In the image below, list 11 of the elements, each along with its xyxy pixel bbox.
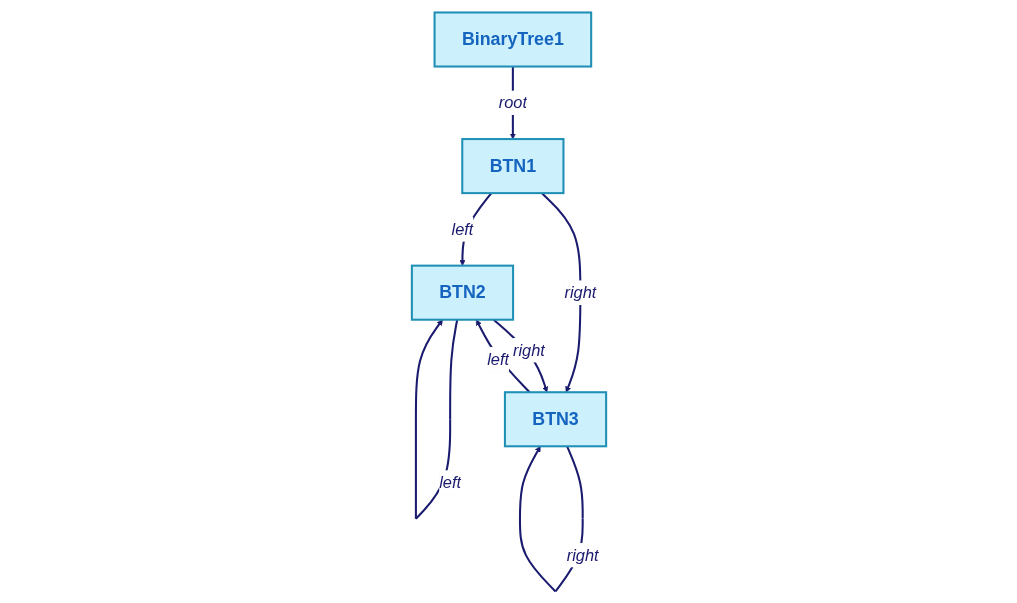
- edge-label: right: [512, 340, 545, 359]
- edge-label: left: [451, 219, 473, 238]
- node-box: BTN2: [410, 264, 514, 321]
- node-box: BTN1: [460, 137, 564, 194]
- edge-label: right: [563, 282, 596, 302]
- node-box: BinaryTree1: [433, 10, 592, 68]
- edge-label: left: [438, 472, 461, 491]
- edge-label: left: [486, 349, 509, 368]
- node-box: BTN3: [503, 390, 607, 447]
- edge-label: root: [498, 92, 527, 112]
- edge-label: right: [566, 545, 599, 564]
